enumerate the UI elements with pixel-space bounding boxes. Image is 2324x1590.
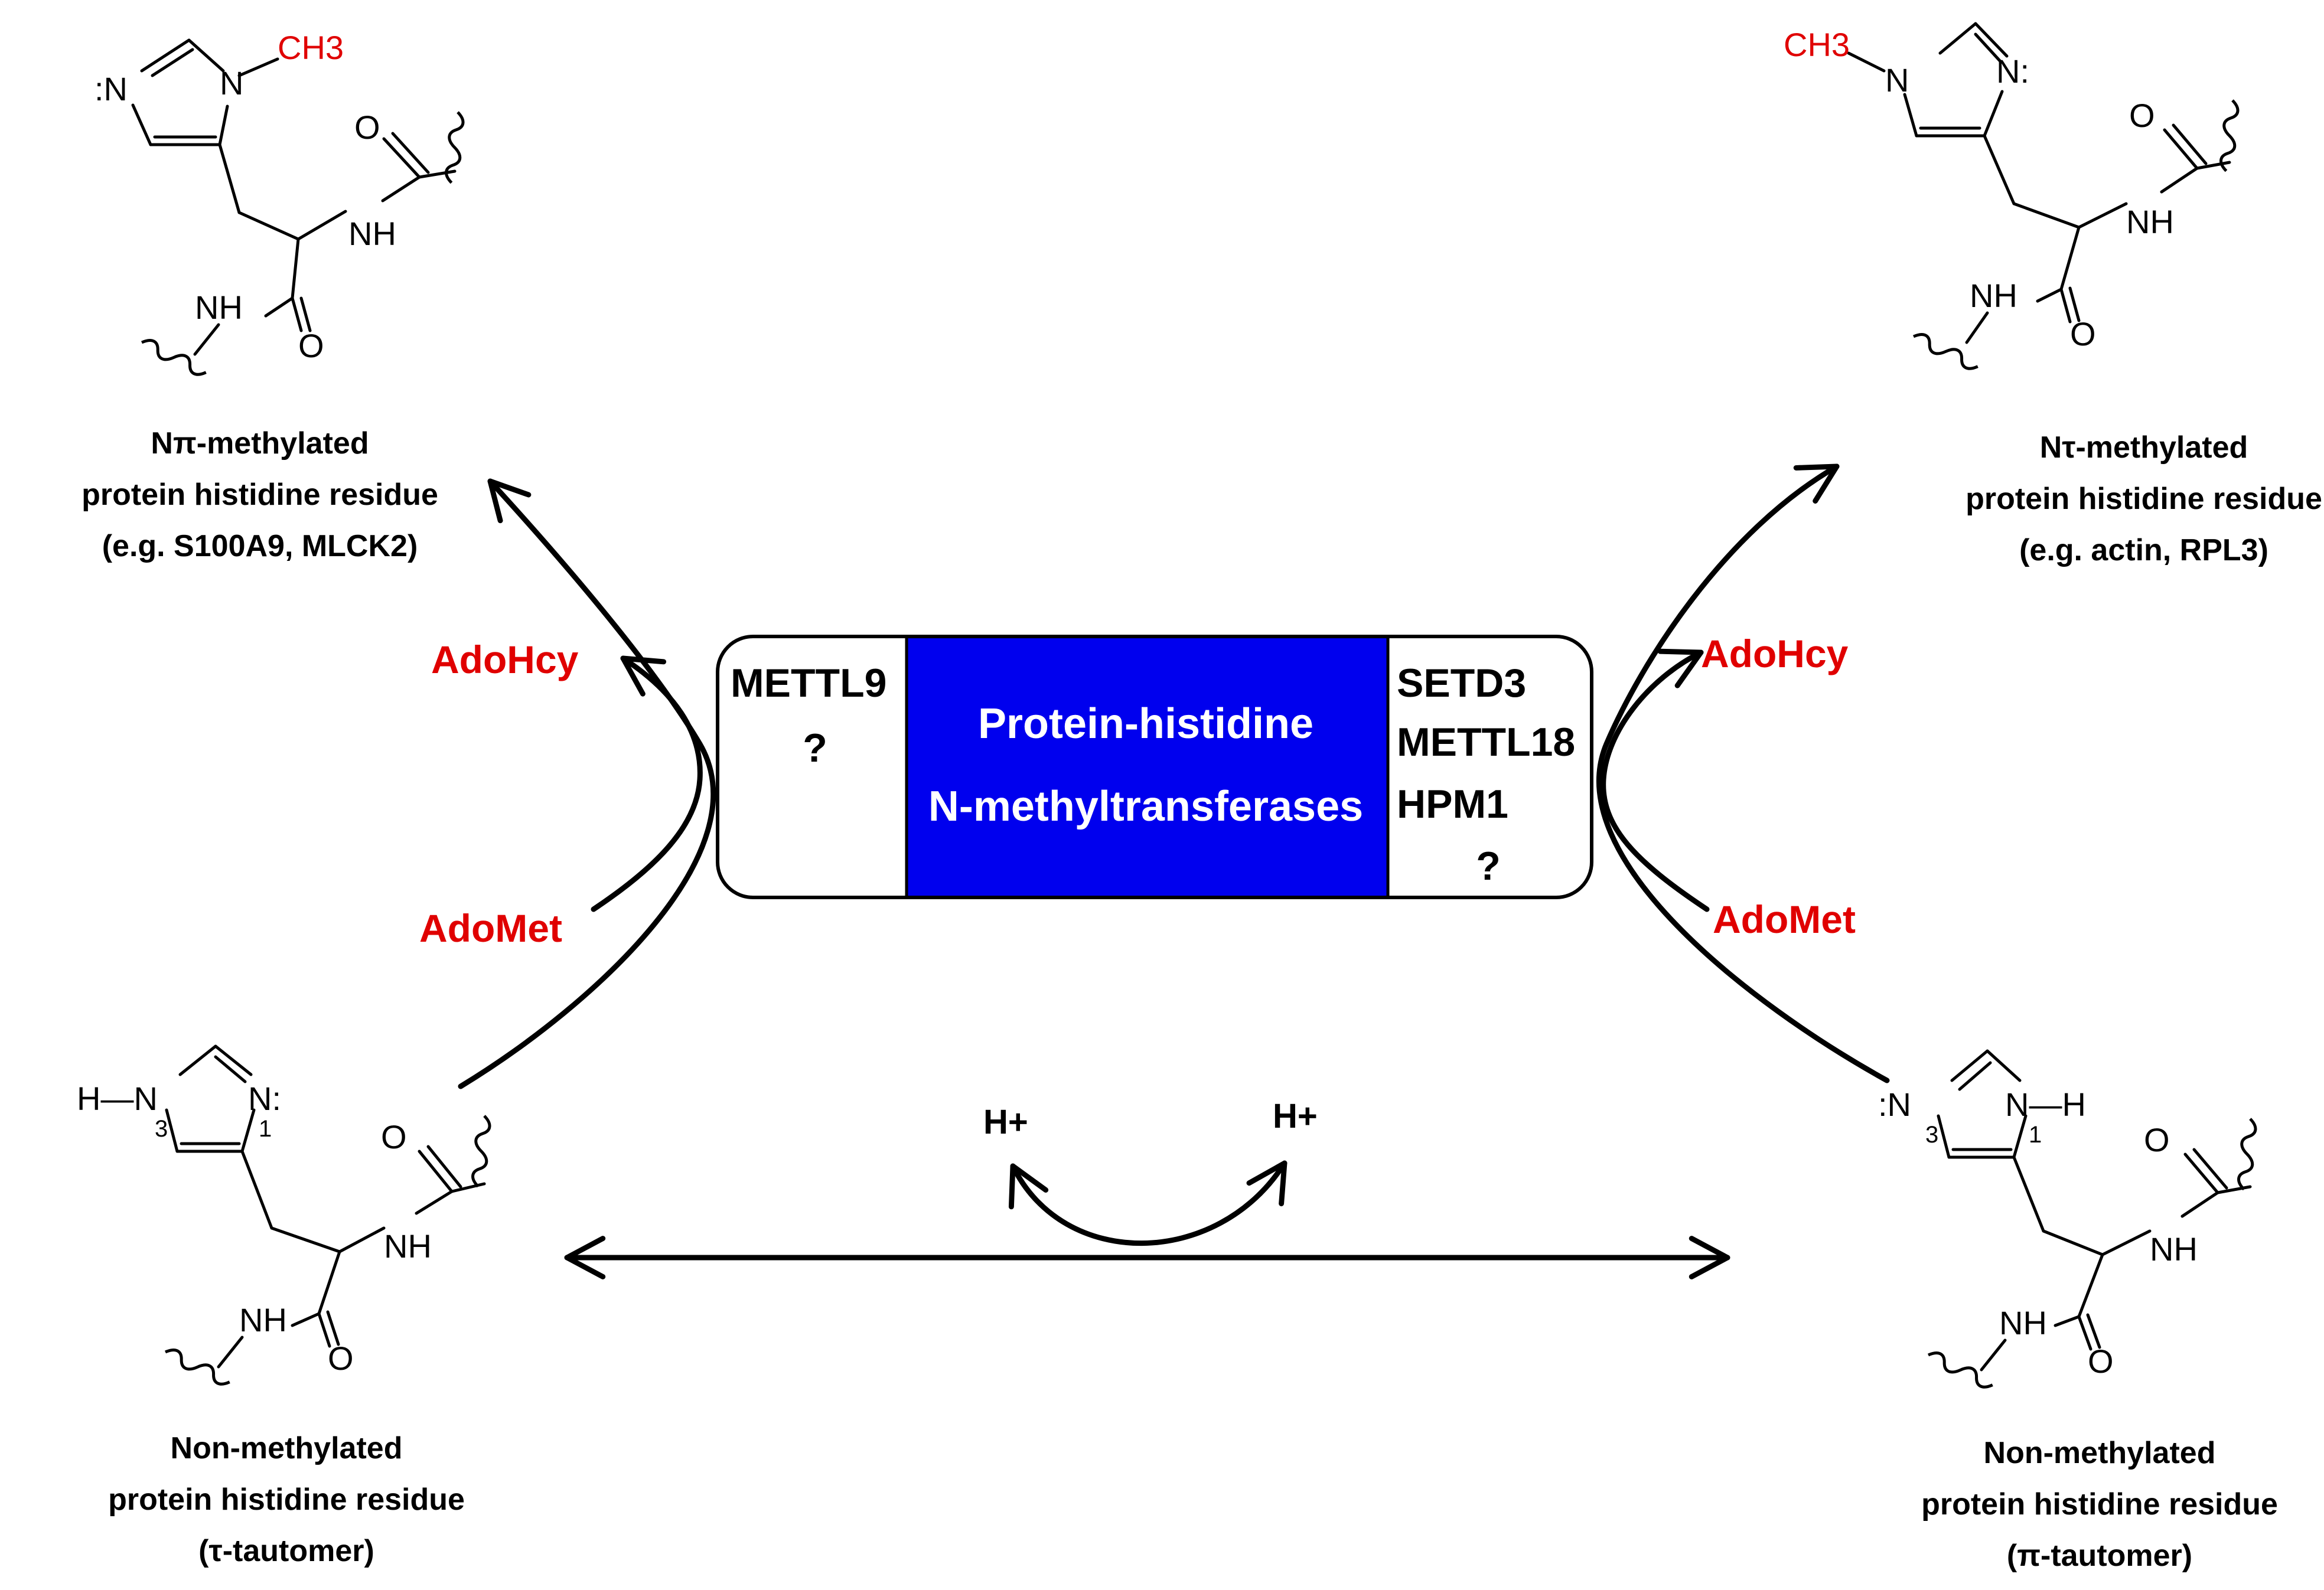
proton-label-right: H+	[1273, 1097, 1318, 1135]
enzyme-unknown-left: ?	[803, 726, 827, 770]
caption-line-1: Non-methylated	[171, 1431, 403, 1465]
reagent-adohcy-left: AdoHcy	[431, 638, 579, 681]
structure-bottom-right: :N N—H 3 1 NH NH O O Non-methylated prot…	[1878, 1049, 2278, 1573]
atom-nh: NH	[1999, 1304, 2047, 1341]
cofactor-arrow-right	[1601, 648, 1710, 912]
enzyme-hpm1: HPM1	[1397, 782, 1508, 827]
atom-nh: NH	[348, 215, 396, 252]
reagent-adomet-left: AdoMet	[419, 906, 562, 950]
reagent-adomet-right: AdoMet	[1713, 897, 1856, 941]
methyl-group: CH3	[278, 29, 344, 66]
enzyme-setd3: SETD3	[1397, 661, 1526, 706]
structure-top-left: :N N NH NH O O CH3 Nπ-methylated protein…	[82, 29, 464, 563]
caption-line-3: (τ-tautomer)	[198, 1534, 374, 1568]
proton-label-left: H+	[983, 1103, 1028, 1141]
enzyme-box: METTL9 ? Protein-histidine N-methyltrans…	[716, 635, 1593, 899]
atom-nh: NH	[384, 1227, 432, 1265]
atom-n-lone-pair: N:	[1996, 53, 2029, 90]
center-title-line-2: N-methyltransferases	[928, 783, 1363, 830]
ring-position-3: 3	[1925, 1122, 1938, 1148]
ring-position-1: 1	[259, 1116, 272, 1142]
methylation-arrow-right	[1596, 463, 1890, 1083]
caption-line-2: protein histidine residue	[1921, 1487, 2278, 1522]
atom-n-lone-pair: :N	[1878, 1086, 1911, 1123]
enzyme-box-center-fill	[907, 638, 1388, 896]
atom-o: O	[381, 1118, 407, 1155]
caption-line-3: (e.g. S100A9, MLCK2)	[102, 529, 418, 563]
caption-line-3: (π-tautomer)	[2007, 1539, 2192, 1573]
center-title-line-1: Protein-histidine	[978, 700, 1313, 747]
atom-o: O	[2144, 1121, 2170, 1158]
atom-o: O	[328, 1340, 354, 1377]
atom-n-h: N—H	[2005, 1086, 2086, 1123]
proton-exchange-arrow	[1009, 1160, 1288, 1246]
caption-line-3: (e.g. actin, RPL3)	[2019, 533, 2268, 567]
atom-o: O	[2070, 315, 2096, 352]
ring-position-1: 1	[2029, 1122, 2042, 1148]
enzyme-mettl9: METTL9	[731, 661, 886, 706]
atom-nh: NH	[239, 1301, 287, 1338]
caption-line-2: protein histidine residue	[82, 478, 438, 512]
atom-nh: NH	[2150, 1230, 2198, 1268]
enzyme-mettl18: METTL18	[1397, 720, 1575, 765]
atom-o: O	[2088, 1343, 2114, 1380]
reagent-adohcy-right: AdoHcy	[1701, 632, 1849, 675]
cofactor-arrow-left	[591, 655, 703, 912]
atom-n-lone-pair: N:	[248, 1080, 281, 1117]
atom-n-lone-pair: :N	[94, 70, 128, 107]
atom-n-methylated: N	[1885, 61, 1909, 99]
structure-top-right: CH3 N N: NH NH O O Nτ-methylated protein…	[1784, 22, 2322, 567]
atom-o: O	[354, 109, 380, 146]
structure-bottom-left: H—N N: 3 1 NH NH O O Non-methylated prot…	[77, 1044, 490, 1568]
caption-line-1: Nτ-methylated	[2040, 430, 2248, 465]
caption-line-1: Nπ-methylated	[151, 426, 369, 461]
methyl-group: CH3	[1784, 26, 1850, 63]
caption-line-1: Non-methylated	[1984, 1436, 2216, 1470]
atom-o: O	[298, 327, 324, 364]
reaction-arrows	[458, 463, 1890, 1279]
atom-nh: NH	[2126, 203, 2174, 240]
atom-h-n: H—N	[77, 1080, 158, 1117]
ring-position-3: 3	[155, 1116, 168, 1142]
atom-nh: NH	[1970, 277, 2017, 314]
caption-line-2: protein histidine residue	[1966, 482, 2322, 516]
caption-line-2: protein histidine residue	[108, 1483, 465, 1517]
methylation-arrow-left	[458, 478, 716, 1089]
atom-n-methylated: N	[220, 64, 243, 102]
enzyme-unknown-right: ?	[1476, 844, 1501, 889]
atom-nh: NH	[195, 289, 243, 326]
atom-o: O	[2129, 97, 2155, 134]
